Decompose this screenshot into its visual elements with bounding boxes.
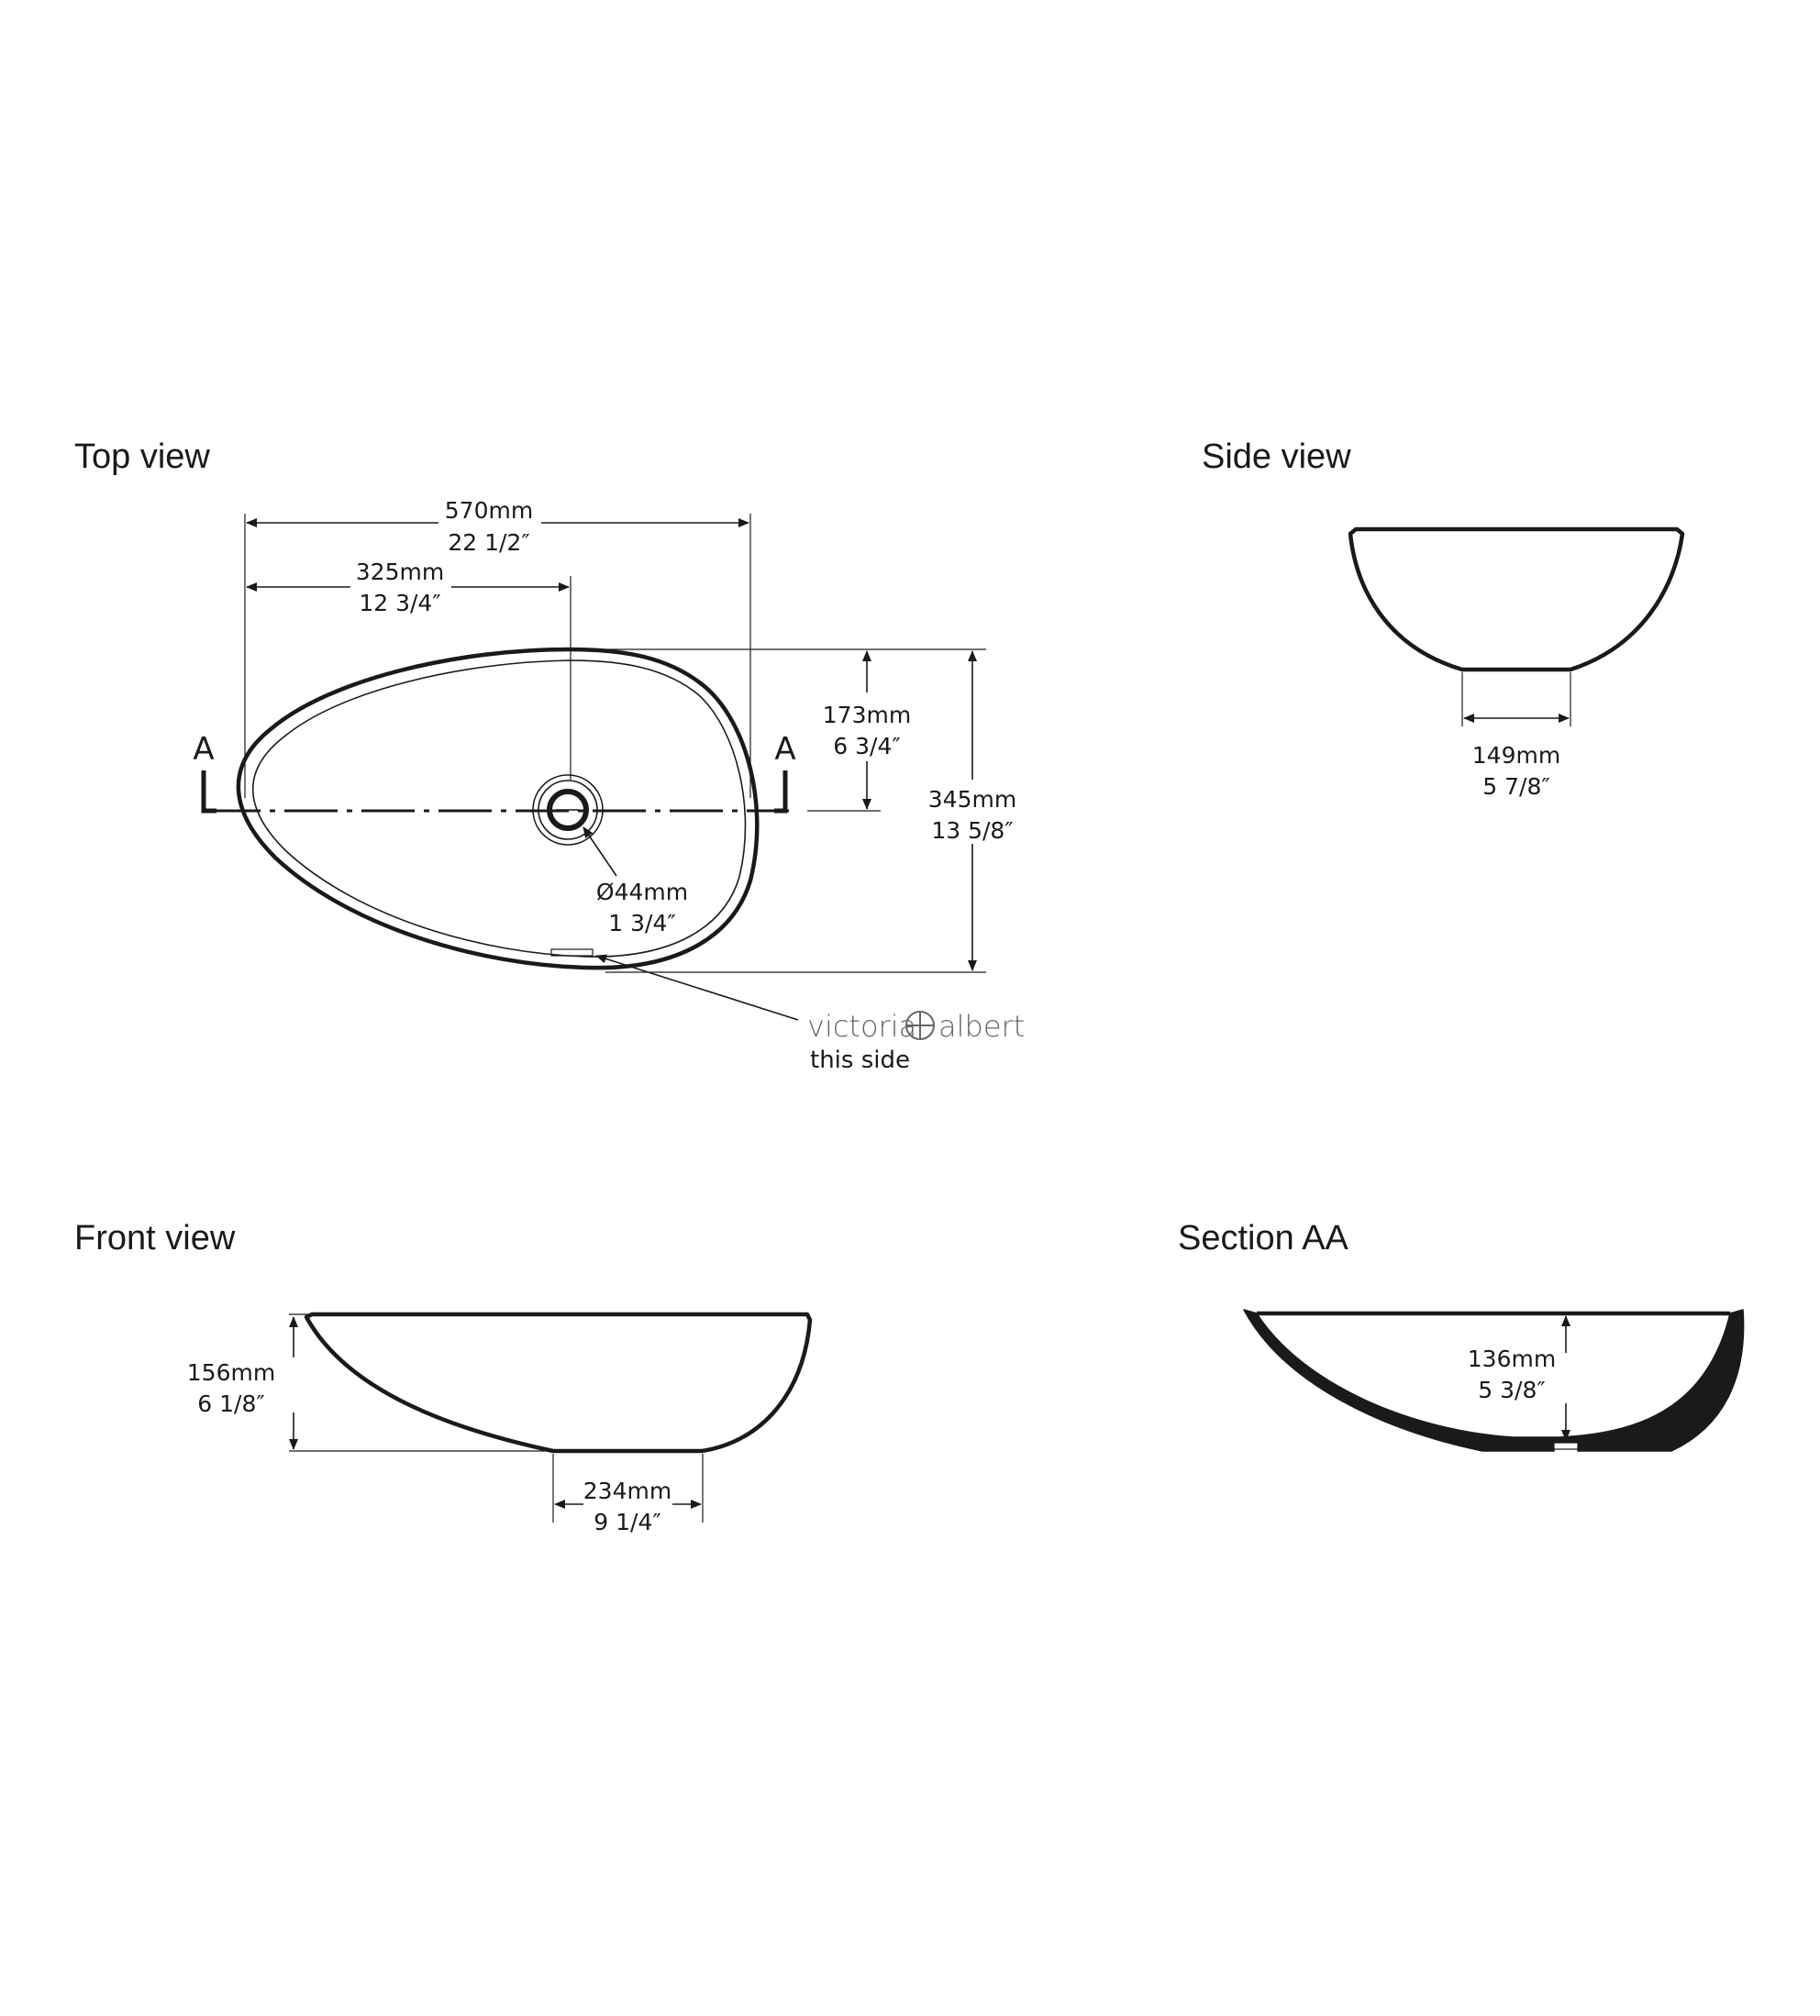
top-view-outer-rim (236, 647, 760, 970)
waste-leader-arrow (583, 826, 617, 877)
section-aa-shell (1243, 1309, 1745, 1452)
front-view: Front view 156mm 6 1/8″ 234mm 9 1/4″ (74, 1219, 813, 1535)
side-base-width-mm: 149mm (1472, 742, 1560, 769)
top-view-title: Top view (74, 438, 210, 476)
section-aa-title: Section AA (1178, 1219, 1349, 1257)
section-depth-mm: 136mm (1468, 1346, 1556, 1372)
logo-text-victoria: victoria (807, 1009, 916, 1044)
to-waste-mm: 325mm (356, 559, 444, 585)
logo-plus-icon (905, 1011, 935, 1040)
section-marker-left (201, 770, 216, 814)
overall-length-mm: 570mm (445, 497, 533, 524)
side-view-title: Side view (1202, 438, 1351, 476)
overall-width-mm: 345mm (928, 786, 1016, 813)
front-height-mm: 156mm (187, 1359, 275, 1386)
section-label-left: A (193, 731, 214, 768)
waste-diameter-in: 1 3/4″ (608, 910, 675, 936)
top-view-inner-rim (251, 659, 747, 958)
side-view-outline (1348, 526, 1685, 672)
overall-width-in: 13 5/8″ (931, 817, 1013, 844)
front-height-in: 6 1/8″ (197, 1390, 264, 1417)
front-base-width-mm: 234mm (583, 1478, 671, 1504)
half-width-in: 6 3/4″ (833, 733, 900, 759)
front-base-width-in: 9 1/4″ (594, 1509, 660, 1535)
logo-text-albert: albert (938, 1009, 1025, 1044)
logo-leader-arrow (595, 954, 799, 1021)
logo-position-mark (550, 948, 594, 957)
overall-length-in: 22 1/2″ (448, 529, 529, 556)
to-waste-in: 12 3/4″ (359, 590, 440, 616)
side-base-width-in: 5 7/8″ (1482, 773, 1549, 800)
top-view: Top view A A 570mm 22 1/2″ 325m (74, 438, 1025, 1074)
section-label-right: A (774, 731, 795, 768)
half-width-mm: 173mm (823, 702, 911, 728)
waste-diameter-mm: Ø44mm (596, 879, 688, 905)
section-waste-detail (1553, 1442, 1579, 1450)
section-aa: Section AA 136mm 5 3/8″ (1178, 1219, 1745, 1452)
front-view-outline (304, 1312, 813, 1454)
logo-note: this side (810, 1047, 910, 1074)
section-depth-in: 5 3/8″ (1478, 1377, 1545, 1403)
section-marker-right (774, 770, 788, 814)
front-view-title: Front view (74, 1219, 236, 1257)
side-view: Side view 149mm 5 7/8″ (1202, 438, 1685, 800)
